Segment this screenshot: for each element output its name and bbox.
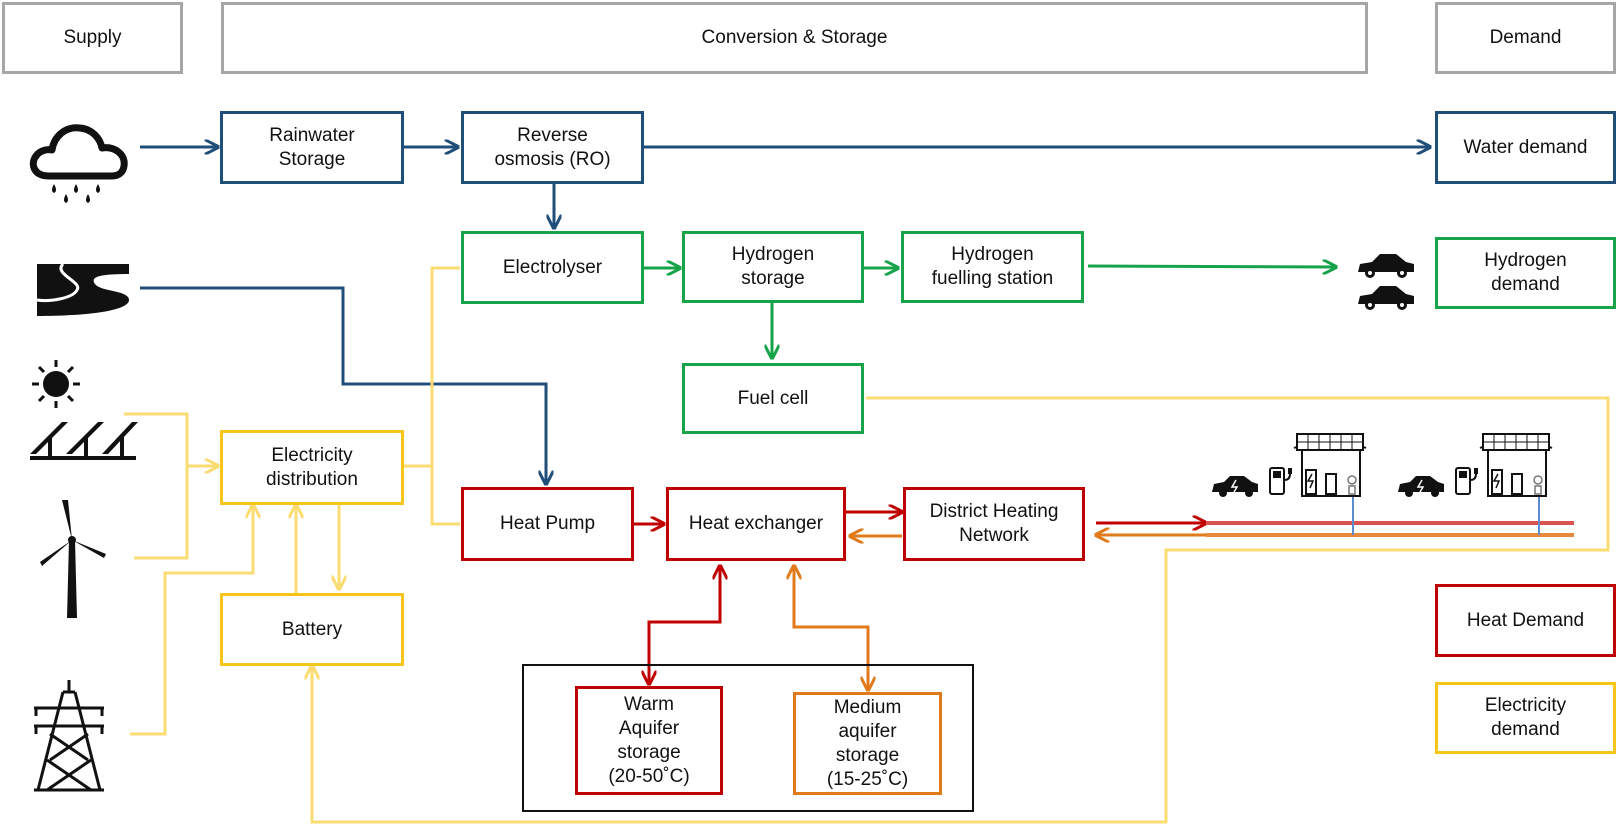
header-supply: Supply [2, 2, 183, 74]
district-heating-network-box: District Heating Network [903, 487, 1085, 561]
heat-pump-box: Heat Pump [461, 487, 634, 561]
electricity-distribution-box: Electricity distribution [220, 430, 404, 505]
heat-demand-box: Heat Demand [1435, 584, 1616, 657]
river-icon [36, 262, 129, 316]
flow-distribution-to-heat-pump [430, 466, 460, 526]
rainwater-storage-box: Rainwater Storage [220, 111, 404, 184]
battery-box: Battery [220, 593, 404, 666]
hydrogen-fuelling-station-box: Hydrogen fuelling station [901, 231, 1084, 303]
wind-turbine-icon [40, 500, 106, 618]
water-demand-box: Water demand [1435, 111, 1616, 184]
flow-river-to-heat-pump [140, 286, 546, 484]
fuel-cell-box: Fuel cell [682, 363, 864, 434]
cars-icon [1358, 254, 1414, 310]
rain-cloud-icon [29, 124, 128, 203]
flow-fuel-cell-to-grid [312, 396, 1610, 824]
flow-medium-aquifer-link [794, 566, 868, 690]
header-demand: Demand [1435, 2, 1616, 74]
flow-warm-aquifer-link [649, 566, 720, 684]
warm-aquifer-storage-box: Warm Aquifer storage (20-50˚C) [575, 686, 723, 795]
pylon-icon [34, 680, 104, 792]
medium-aquifer-storage-box: Medium aquifer storage (15-25˚C) [793, 692, 942, 795]
hydrogen-storage-box: Hydrogen storage [682, 231, 864, 303]
sun-icon [32, 360, 80, 408]
header-conversion-storage: Conversion & Storage [221, 2, 1368, 74]
flow-station-to-cars [1087, 266, 1336, 267]
flow-pylon-to-distribution [130, 505, 253, 736]
reverse-osmosis-box: Reverse osmosis (RO) [461, 111, 644, 184]
solar-panels-icon [30, 422, 138, 460]
house-ev-icon [1398, 432, 1553, 497]
hydrogen-demand-box: Hydrogen demand [1435, 237, 1616, 309]
heat-exchanger-box: Heat exchanger [666, 487, 846, 561]
house-ev-icon [1212, 432, 1367, 497]
aquifer-storage-group [522, 664, 974, 812]
electrolyser-box: Electrolyser [461, 231, 644, 304]
electricity-demand-box: Electricity demand [1435, 682, 1616, 754]
flow-distribution-to-electrolyser-heatpump [404, 266, 460, 468]
flow-solar-to-junction [124, 412, 189, 560]
